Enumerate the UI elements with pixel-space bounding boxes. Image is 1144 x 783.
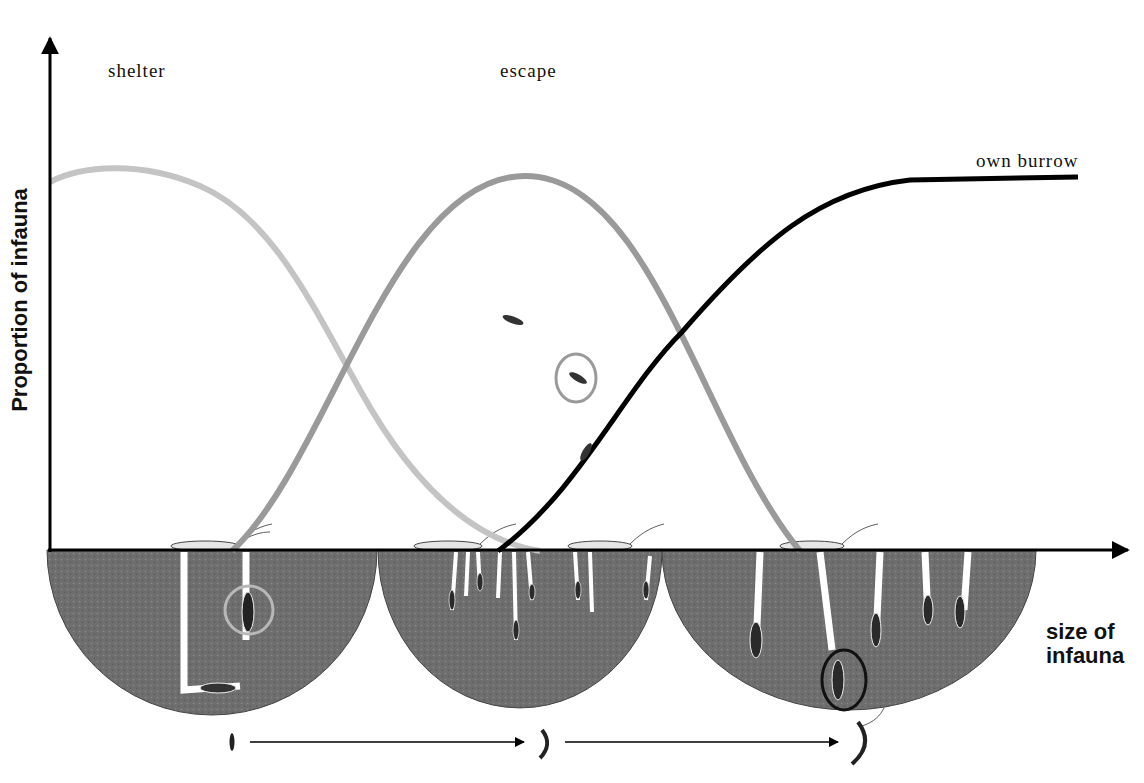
curve-label: shelter xyxy=(108,60,166,82)
axis-title: size of infauna xyxy=(1046,620,1138,668)
axis-title: Proportion of infauna xyxy=(7,188,33,412)
curve-label: escape xyxy=(500,60,557,82)
curve-label: own burrow xyxy=(976,150,1078,172)
